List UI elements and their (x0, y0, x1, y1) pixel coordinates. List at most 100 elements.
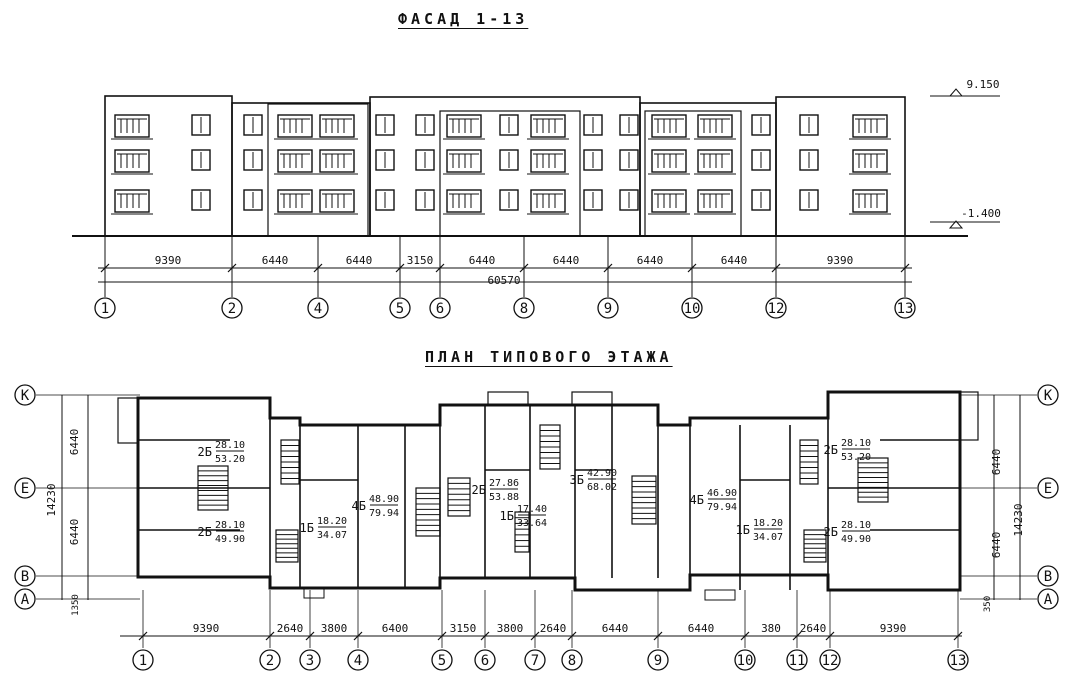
balcony-window (446, 149, 482, 173)
balcony-window (651, 114, 687, 138)
balcony-window (651, 149, 687, 173)
plan-axis-7-circle (524, 649, 546, 671)
dim-tick (313, 263, 323, 273)
facade-axis-12-circle (765, 297, 787, 319)
plan-dim-tick (953, 631, 963, 641)
balcony-window (114, 149, 150, 173)
apartment-living-area: 28.10 (215, 520, 245, 531)
plan-dimension: 2640 (277, 622, 304, 635)
dim-tick (519, 263, 529, 273)
facade-dimension: 6440 (346, 254, 373, 267)
right-dim: 6440 (990, 532, 1003, 559)
facade-dimension: 6440 (637, 254, 664, 267)
plan-dimension: 9390 (880, 622, 907, 635)
apartment-type: 2Б (472, 483, 486, 497)
facade-block-5 (775, 96, 906, 237)
window (751, 189, 771, 211)
dim-tick (771, 263, 781, 273)
window (415, 114, 435, 136)
balcony-window (319, 189, 355, 213)
window (191, 114, 211, 136)
facade-axis-9-label: 9 (604, 301, 612, 317)
apartment-type: 3Б (570, 473, 584, 487)
plan-dim-tick (825, 631, 835, 641)
plan-axis-1-label: 1 (139, 653, 147, 669)
apartment-type: 1Б (736, 523, 750, 537)
loggia (303, 587, 325, 599)
facade-axis-10-label: 10 (684, 301, 701, 317)
loggia (117, 397, 139, 444)
plan-axis-3-label: 3 (306, 653, 314, 669)
balcony-window (697, 189, 733, 213)
plan-title: ПЛАН ТИПОВОГО ЭТАЖА (425, 348, 673, 366)
facade-block-3 (369, 96, 641, 237)
facade-axis-4-label: 4 (314, 301, 322, 317)
apartment-total-area: 49.90 (841, 534, 871, 545)
plan-row-axis-right-K-label: K (1044, 388, 1053, 404)
balcony-window (446, 114, 482, 138)
plan-row-axis-left-K-circle (14, 384, 36, 406)
plan-row-axis-left-E-circle (14, 477, 36, 499)
plan-row-axis-left-A-circle (14, 588, 36, 610)
apartment-living-area: 28.10 (841, 520, 871, 531)
facade-block-1 (104, 95, 233, 237)
window (583, 189, 603, 211)
dim-tick (435, 263, 445, 273)
plan-dimension: 6440 (602, 622, 629, 635)
plan-axis-3-circle (299, 649, 321, 671)
dim-tick (395, 263, 405, 273)
apartment-type: 2Б (198, 445, 212, 459)
plan-dim-tick (437, 631, 447, 641)
plan-dim-tick (530, 631, 540, 641)
apartment-type: 4Б (352, 499, 366, 513)
facade-axis-10-circle (681, 297, 703, 319)
plan-axis-4-label: 4 (354, 653, 362, 669)
window (583, 149, 603, 171)
entrance-bay-3 (644, 110, 742, 237)
window (499, 149, 519, 171)
plan-axis-2-label: 2 (266, 653, 274, 669)
apartment-type: 4Б (690, 493, 704, 507)
stair-core-2 (514, 511, 530, 553)
balcony-window (697, 149, 733, 173)
plan-dim-tick (138, 631, 148, 641)
facade-dimension: 3150 (407, 254, 434, 267)
plan-axis-9-label: 9 (654, 653, 662, 669)
window (243, 114, 263, 136)
apartment-total-area: 33.64 (517, 518, 547, 529)
apartment-living-area: 17.40 (517, 504, 547, 515)
left-dim: 6440 (68, 429, 81, 456)
apartment-total-area: 79.94 (369, 508, 399, 519)
balcony-window (651, 189, 687, 213)
window (799, 149, 819, 171)
apartment-total-area: 34.07 (317, 530, 347, 541)
apartment-type: 1Б (500, 509, 514, 523)
facade-dimension: 6440 (721, 254, 748, 267)
plan-axis-7-label: 7 (531, 653, 539, 669)
facade-dimension: 9390 (155, 254, 182, 267)
plan-dimension: 3150 (450, 622, 477, 635)
plan-row-axis-right-E-label: E (1044, 481, 1052, 497)
facade-axis-8-label: 8 (520, 301, 528, 317)
plan-axis-13-circle (947, 649, 969, 671)
facade-axis-5-circle (389, 297, 411, 319)
apartment-type: 2Б (198, 525, 212, 539)
plan-dimension: 9390 (193, 622, 220, 635)
plan-axis-8-circle (561, 649, 583, 671)
facade-axis-4-circle (307, 297, 329, 319)
plan-dim-tick (305, 631, 315, 641)
dim-tick (900, 263, 910, 273)
facade-axis-8-circle (513, 297, 535, 319)
balcony-window (852, 149, 888, 173)
apartment-type: 2Б (824, 525, 838, 539)
balcony-window (852, 189, 888, 213)
plan-row-axis-left-A-label: A (21, 592, 30, 608)
apartment-total-area: 79.94 (707, 502, 737, 513)
plan-axis-6-circle (474, 649, 496, 671)
facade-total-dimension: 60570 (487, 274, 520, 287)
plan-row-axis-left-B-circle (14, 565, 36, 587)
facade-title: ФАСАД 1-13 (398, 10, 529, 28)
apartment-living-area: 18.20 (753, 518, 783, 529)
left-dim: 6440 (68, 519, 81, 546)
